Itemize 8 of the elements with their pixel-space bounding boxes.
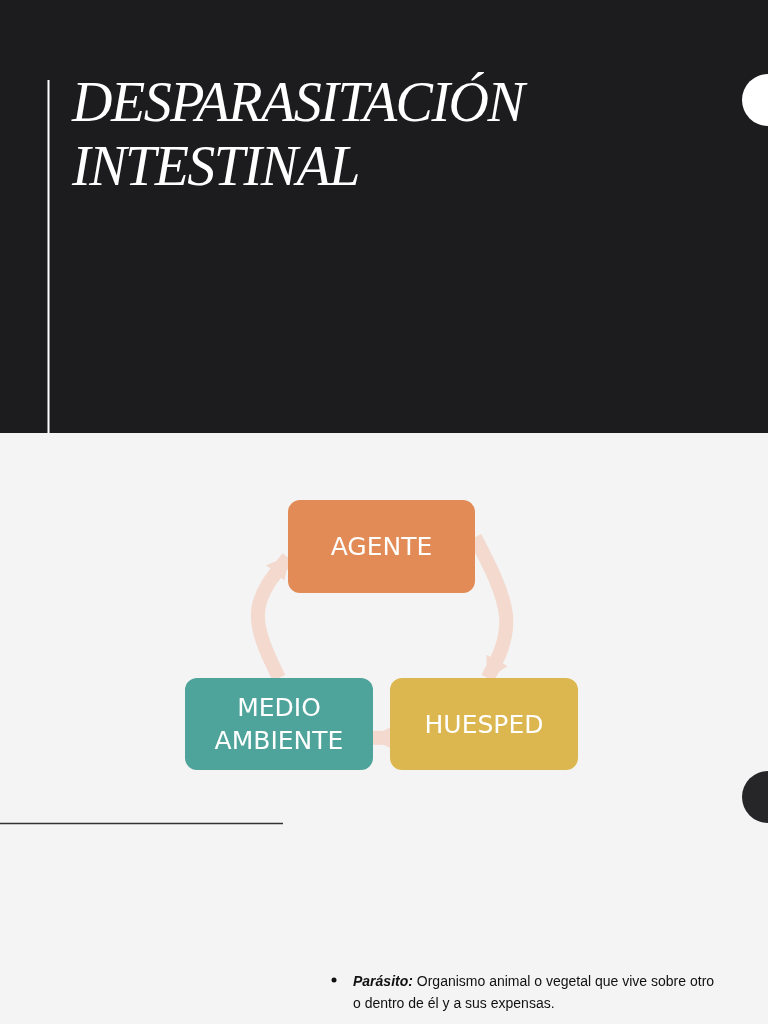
box-label: HUESPED <box>424 708 544 741</box>
box-label: MEDIO AMBIENTE <box>213 692 345 757</box>
title: DESPARASITACIÓN INTESTINAL <box>72 70 672 198</box>
definition-text: Parásito: Organismo animal o vegetal que vive sobre otro o dentro de él y a sus expensas. <box>353 972 716 1013</box>
process-box <box>390 678 578 770</box>
box-label: AGENTE <box>330 531 433 563</box>
process-box <box>288 500 475 593</box>
process-box <box>185 678 373 770</box>
